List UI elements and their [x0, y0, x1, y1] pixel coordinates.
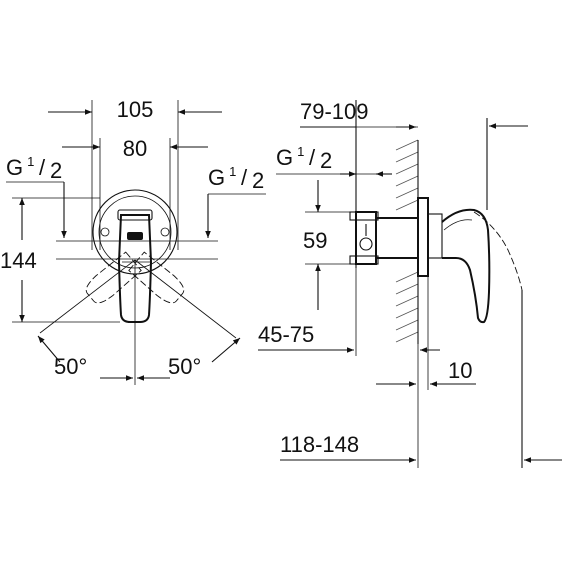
screw-right-icon: [160, 227, 170, 237]
angle-arrow-left: [37, 335, 61, 363]
thread-label-left-slash: /: [39, 155, 46, 180]
dim-offset-10: 10: [448, 358, 472, 383]
dim-width-105: 105: [117, 97, 154, 122]
dim-height-59: 59: [303, 228, 327, 253]
wall-section: [396, 142, 418, 344]
mounting-clip-top: [117, 209, 153, 221]
handle-rotated-right-ghost: [128, 251, 185, 304]
wall-hatch: [395, 139, 419, 343]
thread-label-left-den: 2: [50, 158, 62, 183]
angle-arrow-right: [211, 337, 241, 363]
dim-wall-45-75: 45-75: [258, 322, 314, 347]
thread-label-right-slash: /: [241, 165, 248, 190]
valve-inlet-top: [349, 211, 379, 221]
dim-width-80: 80: [123, 136, 147, 161]
angle-left: 50°: [54, 354, 87, 379]
angle-right: 50°: [168, 354, 201, 379]
lever-cap-icon: [127, 232, 143, 240]
valve-inlet-bottom: [349, 255, 379, 265]
thread-label-side-slash: /: [309, 145, 316, 170]
rotation-line-right: [134, 259, 237, 339]
thread-label-right-den: 2: [252, 168, 264, 193]
lever-side-ghost: [473, 211, 523, 291]
dim-depth-79-109: 79-109: [300, 99, 369, 124]
dim-height-144: 144: [0, 248, 37, 273]
screw-left-icon: [100, 227, 110, 237]
lever-side-highlight: [443, 219, 473, 231]
valve-port-icon: [359, 237, 373, 251]
dim-total-118-148: 118-148: [280, 432, 359, 457]
escutcheon-side: [417, 197, 429, 277]
thread-label-side-den: 2: [320, 148, 332, 173]
rotation-line-left: [39, 259, 136, 334]
handle-rotated-left-ghost: [85, 251, 142, 304]
lever-handle-front: [117, 214, 153, 323]
cartridge-housing: [427, 213, 443, 259]
lever-handle-side: [441, 208, 491, 324]
